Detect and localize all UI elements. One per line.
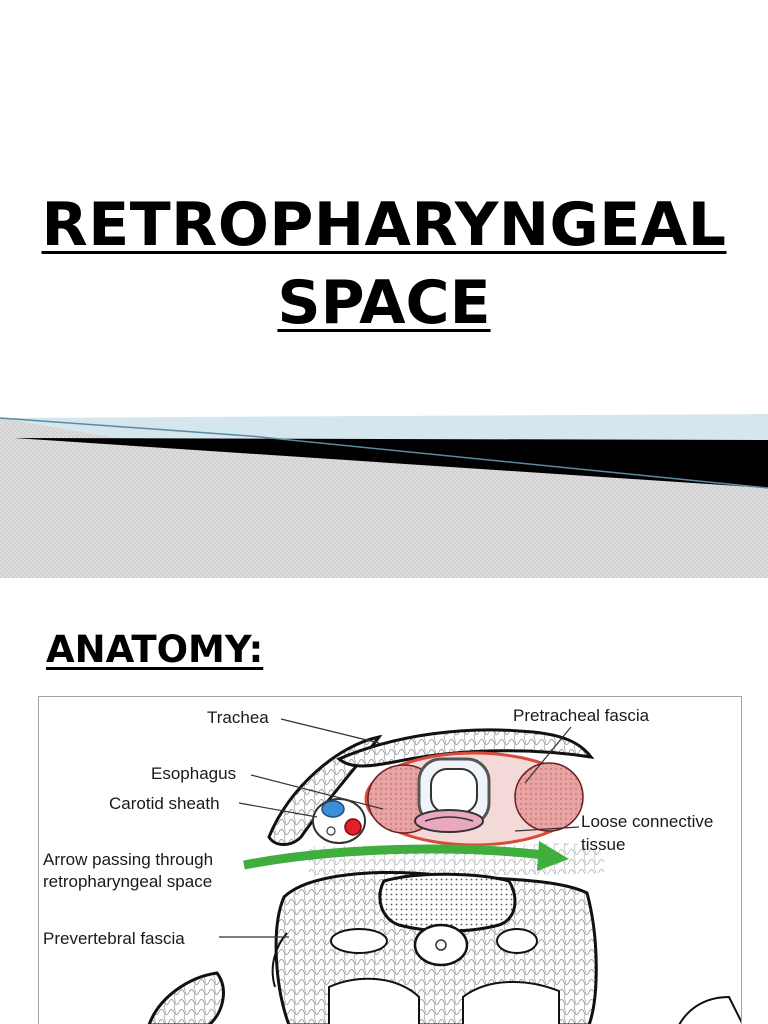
- anatomy-diagram: Trachea Pretracheal fascia Esophagus Car…: [43, 706, 741, 1024]
- sternocleidomastoid: [147, 971, 225, 1024]
- label-esophagus: Esophagus: [151, 764, 236, 783]
- swoosh-edge-line: [0, 417, 768, 489]
- label-loose-connective-2: tissue: [581, 835, 625, 854]
- label-prevertebral-fascia: Prevertebral fascia: [43, 929, 185, 948]
- black-swoosh: [14, 438, 768, 488]
- label-arrow-2: retropharyngeal space: [43, 872, 212, 891]
- esophagus: [414, 809, 484, 833]
- retropharyngeal-arrow: [243, 844, 545, 870]
- anatomy-figure: Trachea Pretracheal fascia Esophagus Car…: [38, 696, 742, 1024]
- label-arrow-1: Arrow passing through: [43, 850, 213, 869]
- trachea-lumen: [430, 768, 478, 814]
- jugular-vein: [321, 800, 345, 818]
- title-slide: RETROPHARYNGEAL SPACE: [0, 190, 768, 578]
- thyroid-right-lobe: [514, 762, 584, 832]
- arrow-head: [537, 841, 569, 871]
- title-line-1: RETROPHARYNGEAL: [41, 190, 727, 260]
- decorative-swoosh-band: [0, 414, 768, 578]
- label-pretracheal-fascia: Pretracheal fascia: [513, 706, 650, 725]
- title-line-2: SPACE: [277, 268, 491, 338]
- label-trachea: Trachea: [207, 708, 269, 727]
- section-heading: ANATOMY:: [46, 628, 264, 671]
- light-blue-swoosh: [0, 414, 768, 442]
- vertebral-body: [378, 872, 517, 933]
- carotid-artery: [344, 818, 362, 836]
- label-carotid-sheath: Carotid sheath: [109, 794, 220, 813]
- label-loose-connective-1: Loose connective: [581, 812, 713, 831]
- strap-muscles: [336, 728, 595, 768]
- hatched-band: [0, 418, 768, 578]
